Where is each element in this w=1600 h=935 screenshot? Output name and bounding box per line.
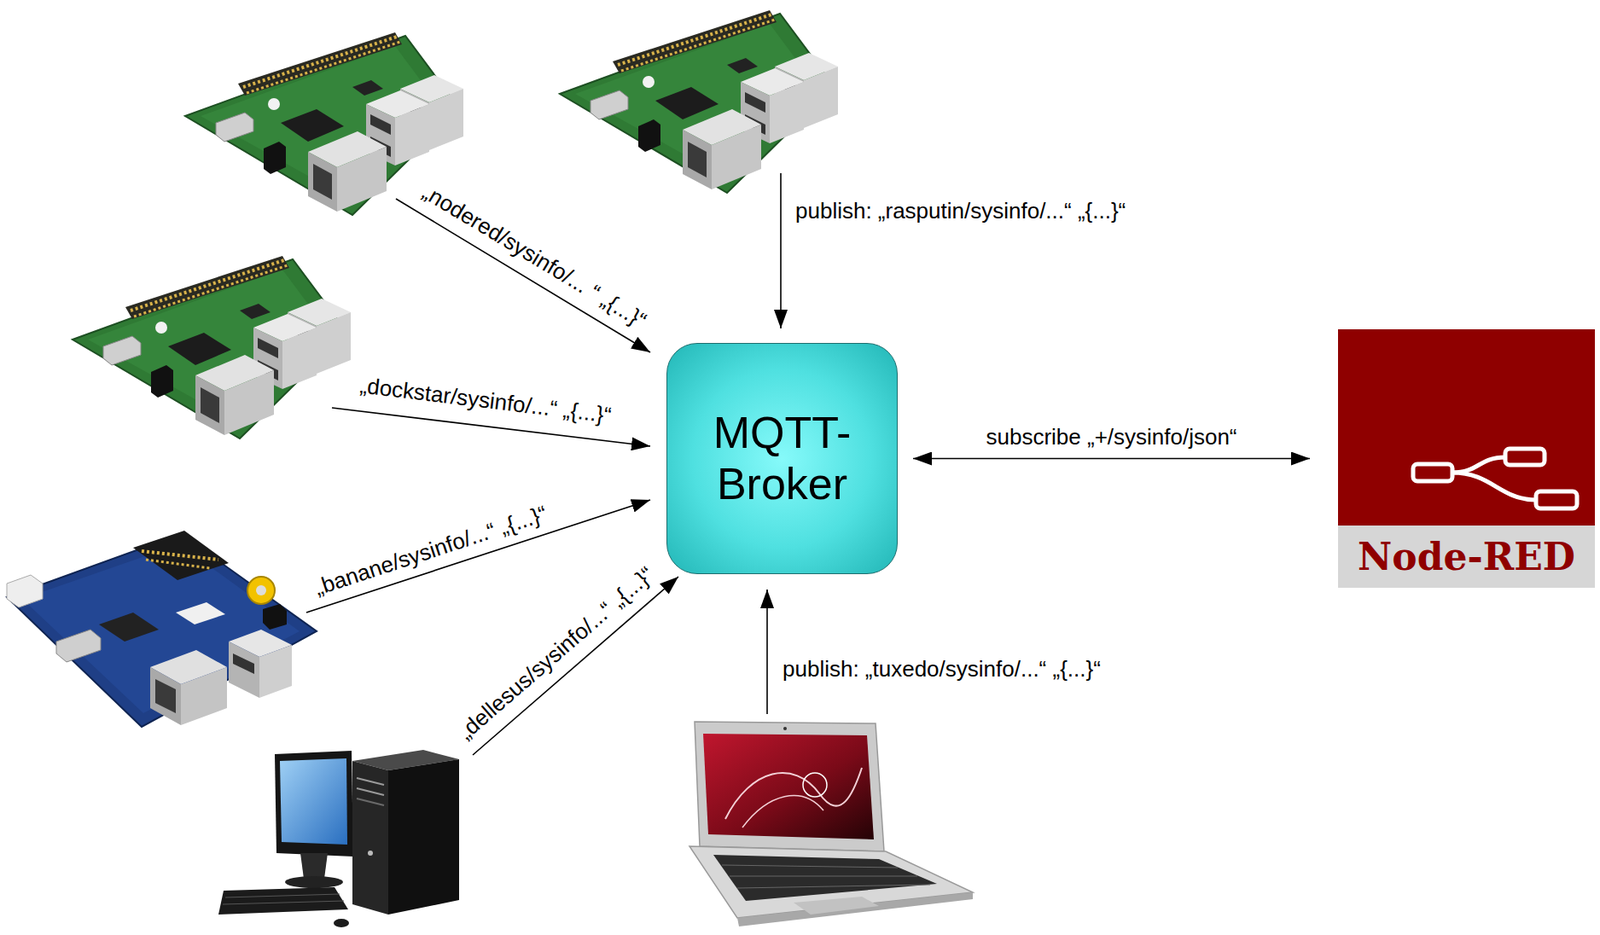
topic-label: „banane/sysinfo/...“ „{...}“ — [311, 501, 551, 602]
laptop-computer — [713, 855, 937, 902]
desktop-computer — [218, 887, 349, 915]
topic-label: „nodered/sysinfo/... “ „{...}“ — [418, 180, 652, 335]
topic-label: „dellesus/sysinfo/...“ „{...}“ — [453, 562, 659, 746]
laptop-computer — [729, 876, 918, 878]
publish-arrow — [472, 576, 679, 756]
desktop-computer — [356, 778, 384, 786]
node-red-logo — [1413, 464, 1453, 482]
desktop-computer — [274, 750, 354, 857]
publish-arrow — [766, 589, 768, 715]
node-red-box: Node-RED — [1338, 329, 1595, 588]
topic-label: „dockstar/sysinfo/...“ „{...}“ — [358, 372, 613, 429]
desktop-computer — [218, 750, 460, 928]
publish-arrow — [395, 198, 651, 353]
desktop-computer — [356, 788, 384, 796]
logo-band: Node-RED — [1338, 525, 1595, 588]
logo-area — [1338, 329, 1595, 526]
node-label: MQTT- Broker — [701, 407, 864, 511]
laptop-computer — [802, 773, 827, 798]
desktop-computer — [285, 876, 344, 889]
node-red-logo — [1505, 448, 1545, 466]
node-red-logo — [1413, 448, 1577, 509]
laptop-computer — [737, 884, 931, 889]
broker-box: MQTT- Broker — [666, 343, 898, 575]
raspberry-pi-board — [185, 32, 464, 216]
node-red-logo — [1452, 457, 1506, 473]
topic-label: publish: „rasputin/sysinfo/...“ „{...}“ — [795, 198, 1126, 225]
desktop-computer — [300, 853, 328, 879]
publish-arrow — [779, 173, 782, 329]
laptop-computer — [742, 796, 824, 828]
laptop-computer — [689, 846, 973, 919]
desktop-computer — [225, 894, 340, 898]
node-red-logo — [1338, 329, 1595, 526]
desktop-computer — [222, 901, 344, 905]
raspberry-pi-board — [185, 32, 464, 216]
desktop-computer — [356, 798, 384, 806]
raspberry-pi-board — [72, 256, 351, 439]
node-red-logo — [1452, 472, 1536, 501]
banana-pi-board — [6, 530, 317, 728]
laptop-computer — [703, 733, 874, 840]
desktop-computer — [388, 759, 460, 915]
laptop-computer — [793, 896, 879, 915]
laptop-computer — [689, 721, 973, 927]
topic-label: publish: „tuxedo/sysinfo/...“ „{...}“ — [782, 657, 1101, 683]
raspberry-pi-board — [559, 10, 838, 193]
publish-arrow — [306, 500, 651, 613]
node-red-logo — [1536, 491, 1577, 509]
desktop-computer — [352, 761, 389, 915]
laptop-computer — [725, 768, 862, 820]
banana-pi-board — [6, 530, 317, 728]
laptop-computer — [694, 721, 885, 852]
edge-label: subscribe „+/sysinfo/json“ — [983, 424, 1240, 451]
raspberry-pi-board — [559, 10, 838, 193]
laptop-computer — [721, 865, 898, 868]
laptop-computer — [783, 727, 787, 731]
subscribe-connector — [913, 458, 1310, 460]
logo-wordmark: Node-RED — [1357, 535, 1576, 579]
desktop-computer — [367, 850, 373, 856]
desktop-computer — [279, 758, 348, 845]
desktop-computer — [333, 919, 350, 928]
raspberry-pi-board — [72, 256, 351, 439]
